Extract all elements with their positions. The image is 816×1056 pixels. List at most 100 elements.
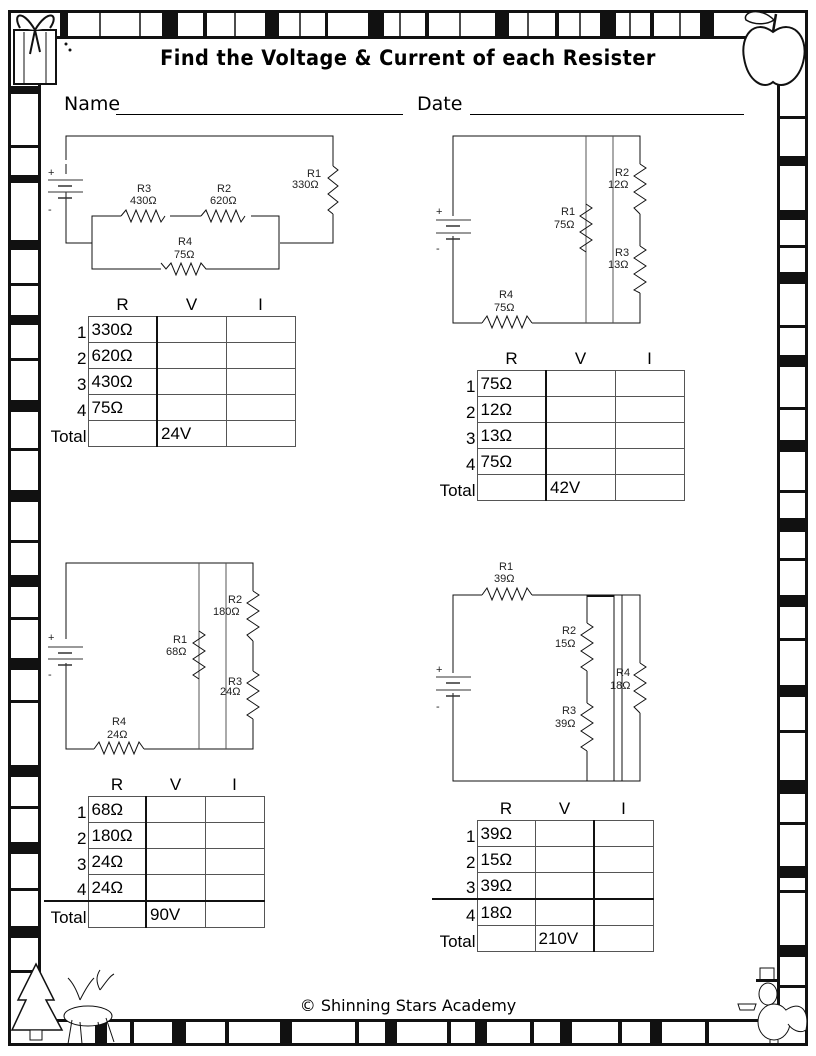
i-cell[interactable] <box>593 872 654 900</box>
table-row: 4 18Ω <box>432 898 654 926</box>
i-cell[interactable] <box>593 820 654 847</box>
christmas-tree-reindeer-icon <box>10 962 115 1045</box>
table-row: 1 39Ω <box>432 820 654 847</box>
i-cell[interactable] <box>225 342 296 369</box>
r4-label: R4 <box>178 236 192 248</box>
r4-value: 75Ω <box>494 302 514 314</box>
v-cell[interactable] <box>156 316 227 343</box>
r3-label: R3 <box>137 183 151 195</box>
r-cell: 24Ω <box>87 874 147 902</box>
turkey-pilgrim-icon <box>737 967 808 1046</box>
i-cell[interactable] <box>204 848 265 875</box>
v-cell[interactable] <box>156 342 227 369</box>
v-cell[interactable] <box>534 872 595 900</box>
i-cell[interactable] <box>614 422 685 449</box>
i-cell[interactable] <box>614 370 685 397</box>
r-cell: 15Ω <box>476 846 536 873</box>
table-row-total: Total 90V <box>44 900 265 928</box>
v-cell[interactable] <box>534 898 595 926</box>
table-row: 3 24Ω <box>44 848 265 875</box>
battery-plus: + <box>48 632 54 644</box>
r1-label: R1 <box>499 561 513 573</box>
total-i-cell[interactable] <box>204 900 265 928</box>
table-row: 3 39Ω <box>432 872 654 900</box>
v-cell[interactable] <box>534 820 595 847</box>
r3-value: 24Ω <box>220 686 240 698</box>
i-cell[interactable] <box>225 316 296 343</box>
header-i: I <box>647 349 652 368</box>
battery-plus: + <box>48 167 54 179</box>
date-input-line[interactable] <box>470 114 744 115</box>
total-r-cell[interactable] <box>87 900 147 928</box>
r-cell: 620Ω <box>87 342 158 369</box>
header-v: V <box>558 799 571 818</box>
v-cell[interactable] <box>156 394 227 421</box>
total-i-cell[interactable] <box>593 925 654 952</box>
total-i-cell[interactable] <box>225 420 296 447</box>
r3-label: R3 <box>228 676 242 688</box>
v-cell[interactable] <box>145 822 206 849</box>
r2-value: 15Ω <box>555 638 575 650</box>
i-cell[interactable] <box>204 874 265 902</box>
r-cell: 39Ω <box>476 820 536 847</box>
v-cell[interactable] <box>545 448 616 475</box>
v-cell[interactable] <box>545 422 616 449</box>
r4-value: 75Ω <box>174 249 194 261</box>
i-cell[interactable] <box>225 368 296 395</box>
total-r-cell[interactable] <box>87 420 158 447</box>
r3-label: R3 <box>562 705 576 717</box>
answer-table-2: R V I 1 75Ω 2 12Ω 3 13Ω 4 75Ω Total 42V <box>432 348 685 501</box>
i-cell[interactable] <box>614 396 685 423</box>
header-r: R <box>110 775 124 794</box>
table-row: 2 620Ω <box>44 342 296 369</box>
answer-table-4: R V I 1 39Ω 2 15Ω 3 39Ω 4 18Ω Total 210V <box>432 798 654 952</box>
r-cell: 13Ω <box>476 422 547 449</box>
v-cell[interactable] <box>545 370 616 397</box>
total-label: Total <box>50 426 87 446</box>
circuit-diagram-1: + - R1 330Ω R3 430Ω R2 620Ω R4 75Ω <box>40 130 360 285</box>
gift-box-icon <box>13 14 72 85</box>
r-cell: 330Ω <box>87 316 158 343</box>
r-cell: 75Ω <box>476 448 547 475</box>
v-cell[interactable] <box>545 396 616 423</box>
r3-value: 13Ω <box>608 259 628 271</box>
total-label: Total <box>439 931 476 951</box>
i-cell[interactable] <box>614 448 685 475</box>
i-cell[interactable] <box>593 898 654 926</box>
v-cell[interactable] <box>145 848 206 875</box>
r-cell: 75Ω <box>87 394 158 421</box>
v-cell[interactable] <box>145 874 206 902</box>
total-label: Total <box>439 480 476 500</box>
name-input-line[interactable] <box>116 114 403 115</box>
table-row: 1 75Ω <box>432 370 685 397</box>
i-cell[interactable] <box>593 846 654 873</box>
r3-value: 430Ω <box>130 195 157 207</box>
r-cell: 180Ω <box>87 822 147 849</box>
date-label: Date <box>417 93 463 115</box>
total-i-cell[interactable] <box>614 474 685 501</box>
table-row: 2 15Ω <box>432 846 654 873</box>
header-v: V <box>185 295 198 314</box>
table-row: 4 24Ω <box>44 874 265 902</box>
header-i: I <box>232 775 237 794</box>
r1-label: R1 <box>173 634 187 646</box>
i-cell[interactable] <box>204 822 265 849</box>
r-cell: 430Ω <box>87 368 158 395</box>
i-cell[interactable] <box>225 394 296 421</box>
header-r: R <box>499 799 513 818</box>
r2-label: R2 <box>615 167 629 179</box>
v-cell[interactable] <box>156 368 227 395</box>
r4-value: 24Ω <box>107 729 127 741</box>
i-cell[interactable] <box>204 796 265 823</box>
v-cell[interactable] <box>145 796 206 823</box>
r2-label: R2 <box>217 183 231 195</box>
v-cell[interactable] <box>534 846 595 873</box>
total-v-cell: 42V <box>545 474 616 501</box>
total-v-cell: 90V <box>145 900 206 928</box>
r-cell: 75Ω <box>476 370 547 397</box>
total-r-cell[interactable] <box>476 474 547 501</box>
table-row: 4 75Ω <box>432 448 685 475</box>
total-r-cell[interactable] <box>476 925 536 952</box>
r1-value: 39Ω <box>494 573 514 585</box>
